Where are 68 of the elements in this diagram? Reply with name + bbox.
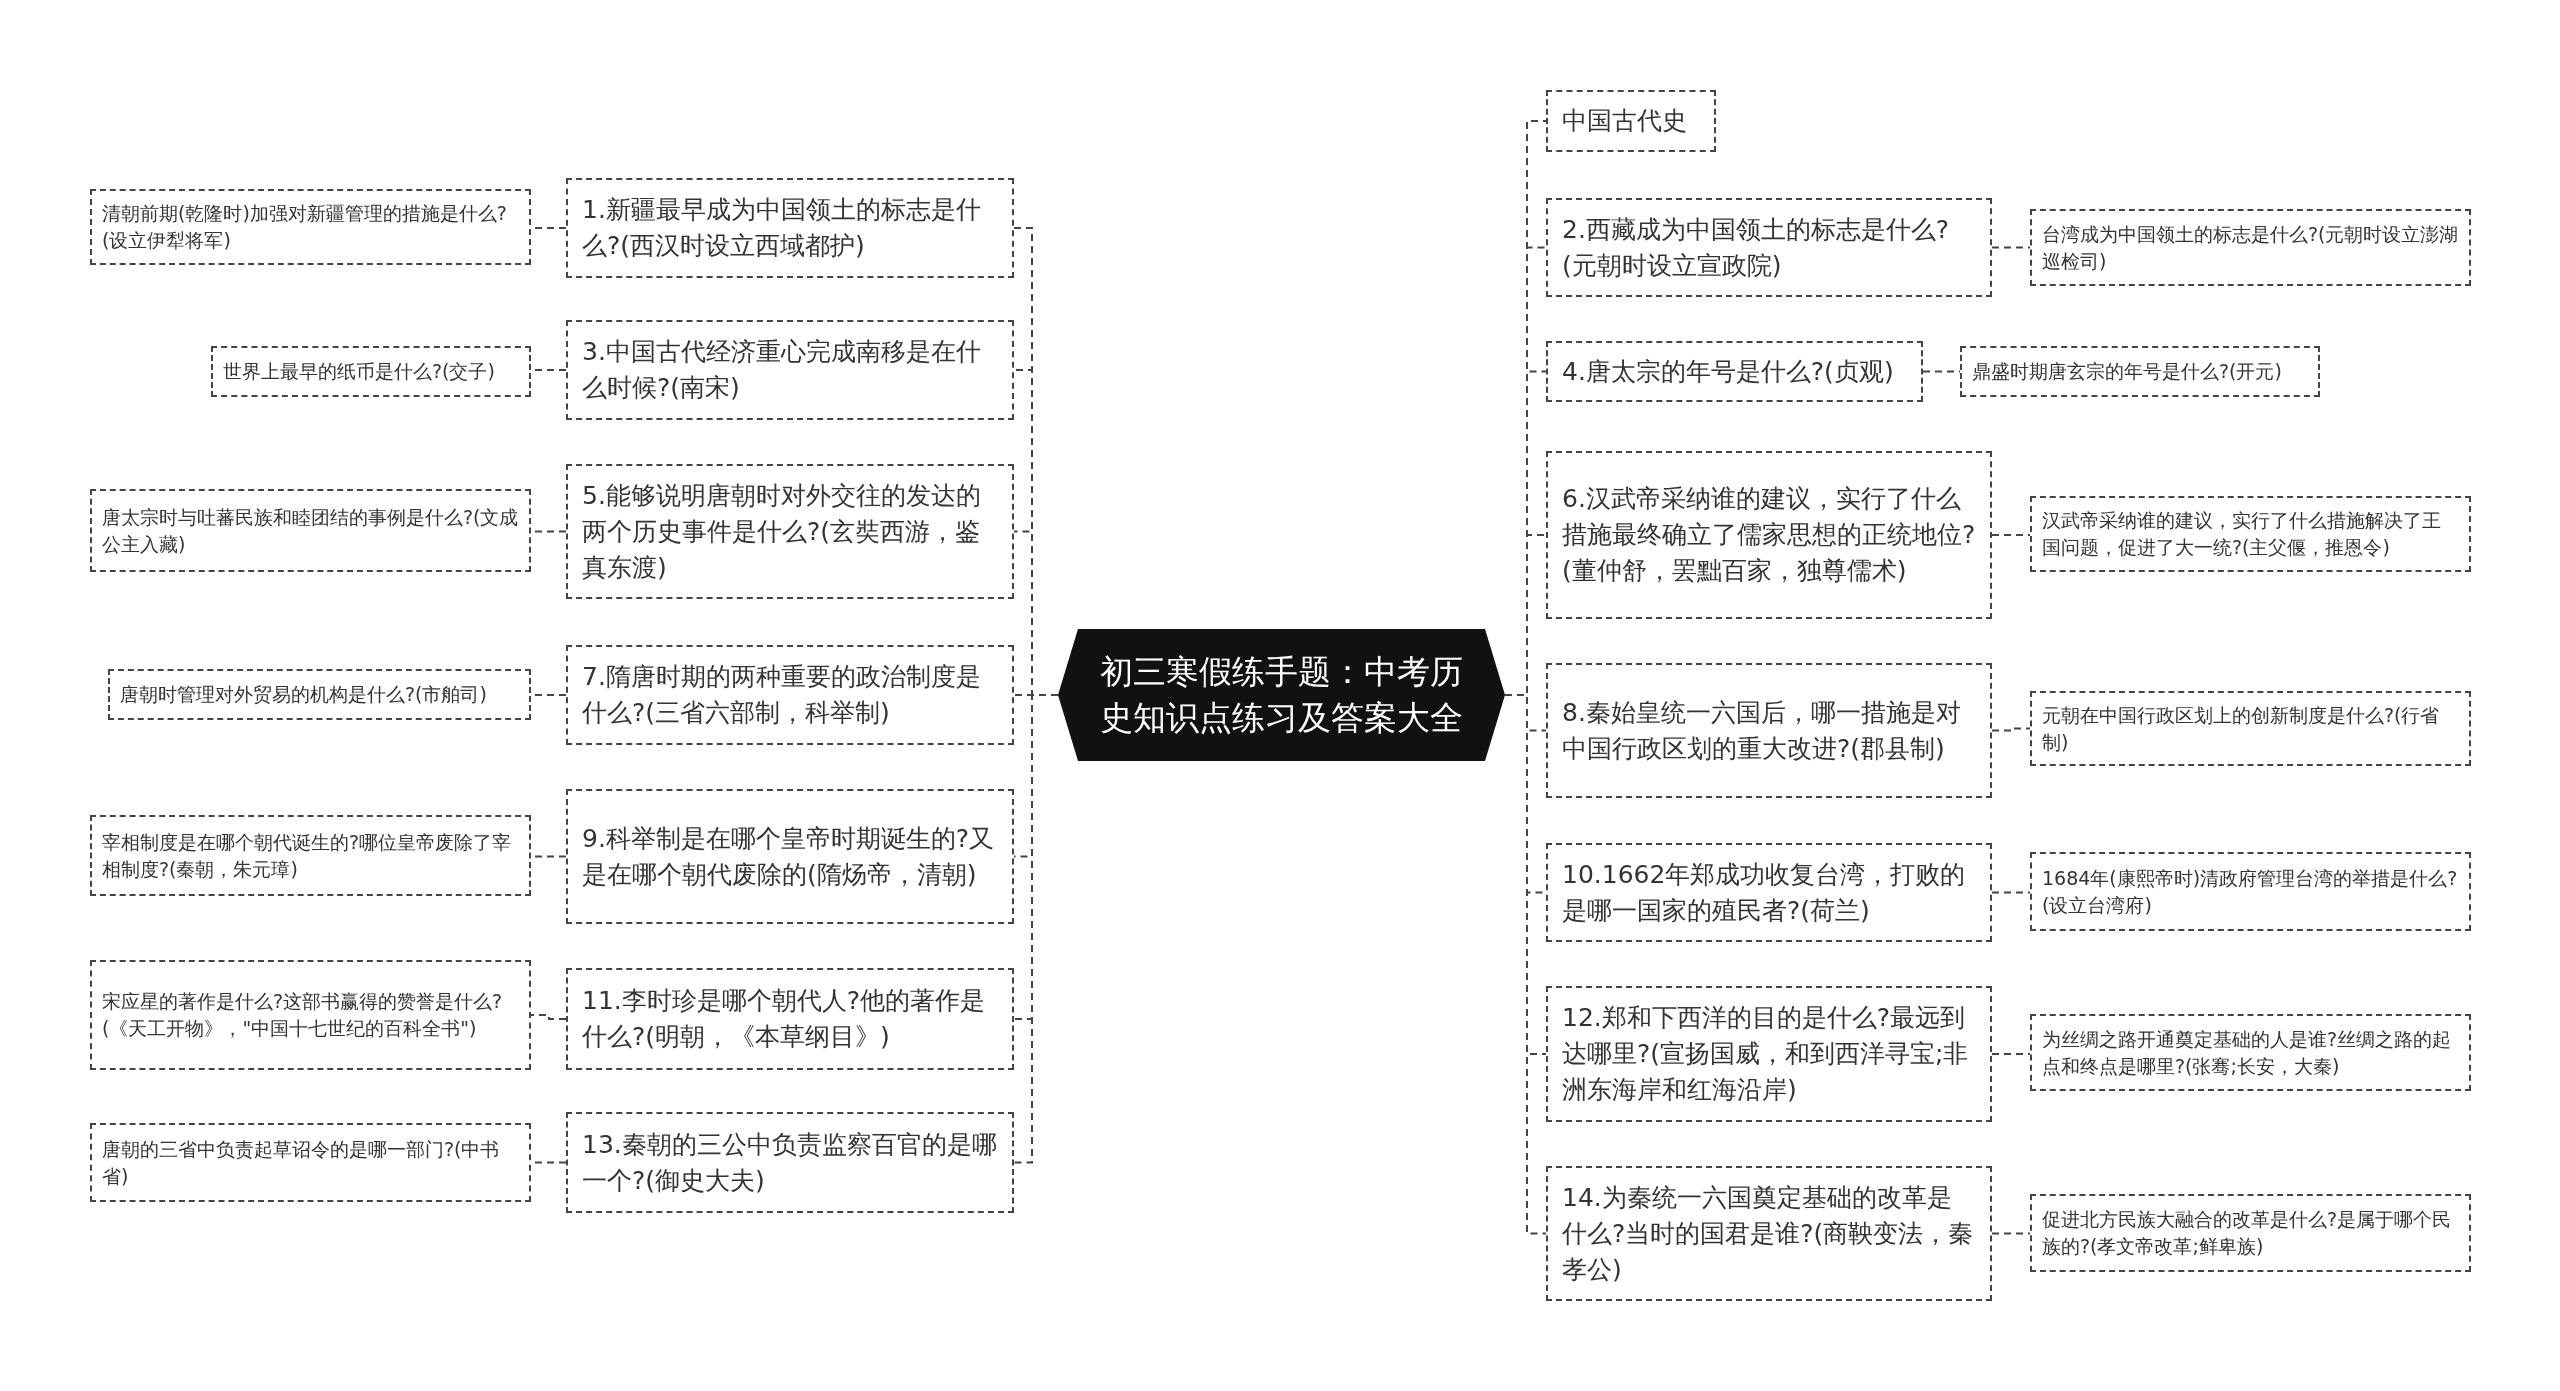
node-text: 1684年(康熙帝时)清政府管理台湾的举措是什么?(设立台湾府) [2042,865,2459,918]
related-question-box [211,346,531,397]
question-box [566,178,1014,278]
node-text: 2.西藏成为中国领土的标志是什么?(元朝时设立宣政院) [1562,213,1951,282]
node-text: 宋应星的著作是什么?这部书赢得的赞誉是什么?(《天工开物》，"中国十七世纪的百科全书") [102,989,504,1041]
question-box [1546,663,1992,798]
question-box [1546,451,1992,619]
node-text: 唐朝的三省中负责起草诏令的是哪一部门?(中书省) [102,1136,501,1189]
node-text: 8.秦始皇统一六国后，哪一措施是对中国行政区划的重大改进?(郡县制) [1562,696,1962,765]
node-text: 唐朝时管理对外贸易的机构是什么?(市舶司) [120,682,487,707]
node-text: 世界上最早的纸币是什么?(交子) [223,359,495,384]
node-text: 汉武帝采纳谁的建议，实行了什么措施解决了王国问题，促进了大一统?(主父偃，推恩令) [2042,508,2442,560]
related-question-box [90,1123,531,1202]
node-text: 3.中国古代经济重心完成南移是在什么时候?(南宋) [582,336,982,404]
question-box [566,968,1014,1070]
related-question-box [90,815,531,896]
related-question-box [90,960,531,1070]
node-text: 唐太宗时与吐蕃民族和睦团结的事例是什么?(文成公主入藏) [102,504,519,557]
related-question-box [90,189,531,265]
node-text: 初三寒假练手题：中考历史知识点练习及答案大全 [1099,651,1464,739]
connector-line [1991,891,2031,894]
node-text: 宰相制度是在哪个朝代诞生的?哪位皇帝废除了宰相制度?(秦朝，朱元璋) [102,829,513,882]
node-text: 为丝绸之路开通奠定基础的人是谁?丝绸之路的起点和终点是哪里?(张骞;长安，大秦) [2042,1026,2453,1079]
related-question-box [90,489,531,572]
node-text: 11.李时珍是哪个朝代人?他的著作是什么?(明朝，《本草纲目》) [582,985,987,1053]
question-box [1546,843,1992,942]
question-box [1546,198,1992,297]
node-text: 促进北方民族大融合的改革是什么?是属于哪个民族的?(孝文帝改革;鲜卑族) [2042,1207,2453,1259]
related-question-box [2030,1194,2471,1272]
node-text: 7.隋唐时期的两种重要的政治制度是什么?(三省六部制，科举制) [582,661,982,729]
node-text: 鼎盛时期唐玄宗的年号是什么?(开元) [1972,359,2282,384]
question-box [566,320,1014,420]
node-text: 10.1662年郑成功收复台湾，打败的是哪一国家的殖民者?(荷兰) [1562,858,1967,927]
node-text: 4.唐太宗的年号是什么?(贞观) [1562,355,1894,388]
node-text: 13.秦朝的三公中负责监察百官的是哪一个?(御史大夫) [582,1128,998,1197]
question-box [566,789,1014,924]
node-text: 元朝在中国行政区划上的创新制度是什么?(行省制) [2042,702,2441,755]
connector-line [1991,1232,2031,1235]
node-text: 6.汉武帝采纳谁的建议，实行了什么措施最终确立了儒家思想的正统地位?(董仲舒，罢黜百家，独尊儒术) [1562,483,1976,587]
node-text: 9.科举制是在哪个皇帝时期诞生的?又是在哪个朝代废除的(隋炀帝，清朝) [582,822,996,891]
node-text: 12.郑和下西洋的目的是什么?最远到达哪里?(宣扬国威，和到西洋寻宝;非洲东海岸和红海沿岸) [1562,1002,1970,1106]
related-question-box [2030,496,2471,572]
connector-line [1991,1053,2031,1055]
central-topic-hexagon [1058,629,1505,761]
question-box [566,645,1014,745]
connector-line [530,1014,567,1020]
question-box [1546,1166,1992,1301]
related-question-box [108,669,531,720]
related-question-box [2030,852,2471,931]
question-box [1546,90,1716,152]
related-question-box [2030,1014,2471,1091]
node-text: 14.为秦统一六国奠定基础的改革是什么?当时的国君是谁?(商鞅变法，秦孝公) [1562,1181,1975,1286]
question-box [566,464,1014,599]
related-question-box [2030,209,2471,286]
connector-line [1991,246,2031,249]
node-text: 中国古代史 [1562,105,1687,137]
connector-line [1991,727,2031,732]
node-text: 1.新疆最早成为中国领土的标志是什么?(西汉时设立西域都护) [582,194,982,262]
node-text: 台湾成为中国领土的标志是什么?(元朝时设立澎湖巡检司) [2042,221,2459,274]
node-text: 5.能够说明唐朝时对外交往的发达的两个历史事件是什么?(玄奘西游，鉴真东渡) [582,479,982,584]
node-text: 清朝前期(乾隆时)加强对新疆管理的措施是什么?(设立伊犁将军) [102,201,508,253]
related-question-box [1960,346,2320,397]
question-box [1546,986,1992,1122]
question-box [1546,341,1923,402]
connector-line [1991,534,2031,536]
related-question-box [2030,691,2471,766]
question-box [566,1112,1014,1213]
connector-line [1922,370,1961,373]
